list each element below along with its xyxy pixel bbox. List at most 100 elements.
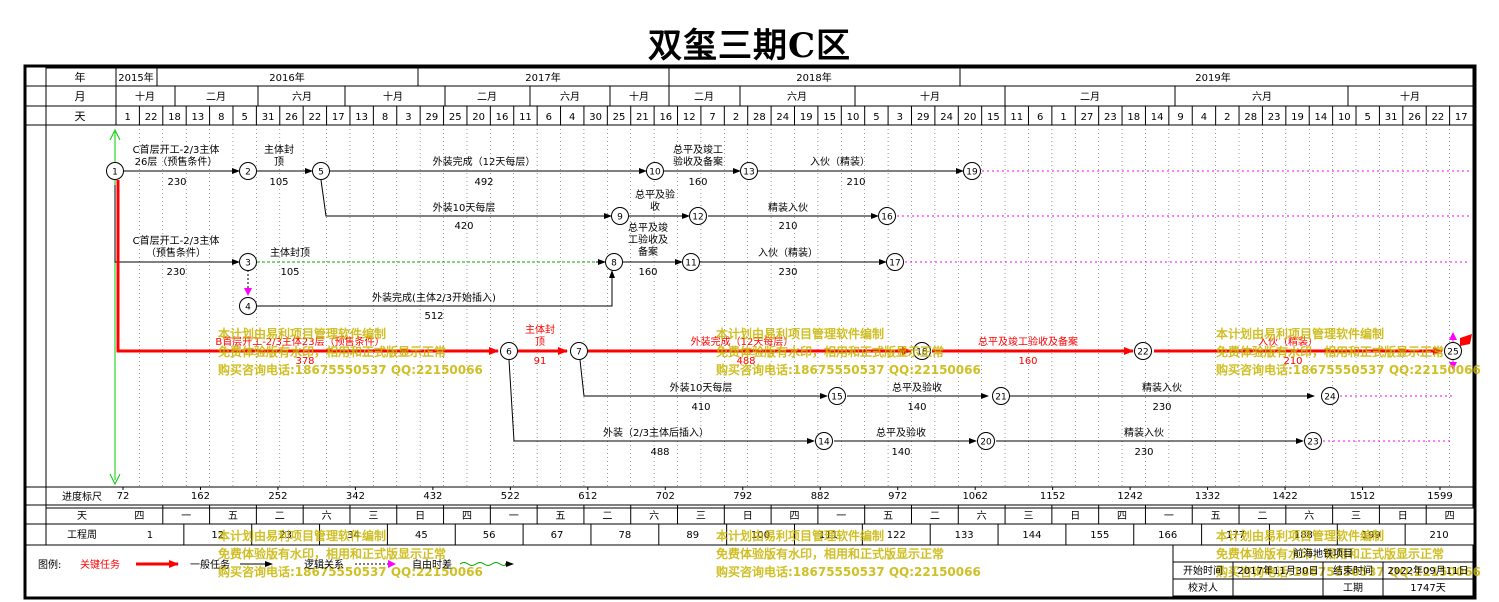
network-node[interactable]: 11 [682, 253, 700, 271]
task-label: 顶 [274, 156, 284, 168]
network-node[interactable]: 19 [963, 162, 981, 180]
cell: 31 [1385, 112, 1398, 123]
cell: 四 [1117, 511, 1127, 522]
cell: 18 [168, 112, 181, 123]
cell: 4 [1201, 112, 1207, 123]
network-node[interactable]: 23 [1304, 432, 1322, 450]
network-node[interactable]: 10 [646, 162, 664, 180]
task-label: 外装完成(主体2/3开始插入) [372, 291, 496, 304]
network-node[interactable]: 8 [605, 253, 623, 271]
node-label: 11 [685, 259, 696, 269]
task-duration: 512 [424, 311, 443, 322]
cell: 6 [546, 112, 552, 123]
cell: 24 [776, 112, 789, 123]
node-label: 23 [1307, 438, 1318, 448]
scale-tick-label: 1512 [1350, 491, 1375, 502]
cell: 日 [1070, 511, 1080, 522]
cell: 16 [659, 112, 672, 123]
network-node[interactable]: 21 [992, 387, 1010, 405]
cell: 12 [211, 530, 224, 541]
network-node[interactable]: 24 [1321, 387, 1339, 405]
network-node[interactable]: 3 [239, 253, 257, 271]
month-cell: 六月 [1252, 91, 1272, 103]
task-duration: 230 [778, 267, 797, 278]
network-node[interactable]: 20 [977, 432, 995, 450]
node-label: 3 [245, 259, 251, 269]
year-cell: 2017年 [525, 71, 560, 84]
scale-tick-label: 1599 [1427, 491, 1452, 502]
cell: 三 [368, 511, 378, 522]
network-node[interactable]: 1 [106, 162, 124, 180]
scale-tick-label: 1242 [1117, 491, 1142, 502]
cell: 14 [1315, 112, 1328, 123]
task-duration: 91 [534, 356, 547, 367]
task-duration: 210 [778, 221, 797, 232]
cell: 20 [472, 112, 485, 123]
network-node[interactable]: 4 [239, 297, 257, 315]
network-node[interactable]: 5 [312, 162, 330, 180]
task-label: 外装完成（12天每层） [691, 335, 794, 348]
network-node[interactable]: 15 [828, 387, 846, 405]
network-node[interactable]: 2 [239, 162, 257, 180]
node-label: 12 [692, 213, 703, 223]
network-node[interactable]: 13 [740, 162, 758, 180]
start-value: 2017年11月30日 [1238, 564, 1319, 577]
task-label: 总平及竣 [628, 221, 668, 234]
network-node[interactable]: 25 [1444, 342, 1462, 360]
cell: 133 [955, 530, 974, 541]
cell: 26 [285, 112, 298, 123]
network-node[interactable]: 12 [689, 207, 707, 225]
svg-text:购买咨询电话:18675550537 QQ:22150066: 购买咨询电话:18675550537 QQ:22150066 [218, 564, 483, 579]
cell: 一 [181, 511, 191, 522]
network-node[interactable]: 16 [878, 207, 896, 225]
node-label: 22 [1137, 348, 1148, 358]
cell: 12 [683, 112, 696, 123]
task-label: 入伙（精装） [810, 155, 870, 168]
month-cell: 十月 [135, 90, 155, 103]
cell: 19 [800, 112, 813, 123]
node-label: 17 [889, 259, 900, 269]
cell: 15 [987, 112, 1000, 123]
cell: 8 [382, 112, 388, 123]
network-node[interactable]: 18 [913, 342, 931, 360]
month-cell: 六月 [292, 91, 312, 103]
cell: 六 [322, 510, 332, 522]
cell: 一 [1164, 511, 1174, 522]
scale-tick-label: 1422 [1272, 491, 1297, 502]
cell: 三 [696, 511, 706, 522]
task-duration: 140 [907, 402, 926, 413]
node-label: 16 [881, 213, 893, 223]
task-label: 备案 [638, 245, 658, 258]
cell: 155 [1090, 530, 1109, 541]
cell: 29 [425, 112, 438, 123]
cell: 9 [1177, 112, 1183, 123]
cell: 日 [743, 511, 753, 522]
project-name: 前海地铁项目 [1293, 547, 1353, 560]
cell: 10 [847, 112, 860, 123]
task-duration: 160 [638, 267, 657, 278]
task-label: （预售条件） [146, 246, 206, 259]
month-cell: 二月 [477, 91, 497, 103]
cell: 67 [551, 530, 564, 541]
network-node[interactable]: 14 [815, 432, 833, 450]
task-label: C首层开工-2/3主体 [133, 234, 220, 247]
network-node[interactable]: 17 [886, 253, 904, 271]
network-node[interactable]: 7 [570, 342, 588, 360]
network-node[interactable]: 22 [1134, 342, 1152, 360]
cell: 五 [883, 511, 893, 522]
cell: 188 [1294, 530, 1313, 541]
task-label: 外装10天每层 [670, 381, 733, 394]
network-node[interactable]: 9 [611, 207, 629, 225]
network-node[interactable]: 6 [500, 342, 518, 360]
cell: 16 [496, 112, 509, 123]
year-cell: 2016年 [269, 71, 304, 84]
svg-text:免费体验版有水印，相用和正式版显示正常: 免费体验版有水印，相用和正式版显示正常 [1216, 546, 1444, 561]
svg-text:本计划由易利项目管理软件编制: 本计划由易利项目管理软件编制 [716, 326, 884, 341]
task-label: 总平及竣工验收及备案 [978, 335, 1078, 348]
task-duration: 420 [454, 221, 473, 232]
scale-tick-label: 612 [578, 491, 597, 502]
scale-tick-label: 162 [191, 491, 210, 502]
cell: 17 [332, 112, 345, 123]
month-cell: 六月 [787, 91, 807, 103]
svg-text:购买咨询电话:18675550537 QQ:22150066: 购买咨询电话:18675550537 QQ:22150066 [716, 362, 981, 377]
